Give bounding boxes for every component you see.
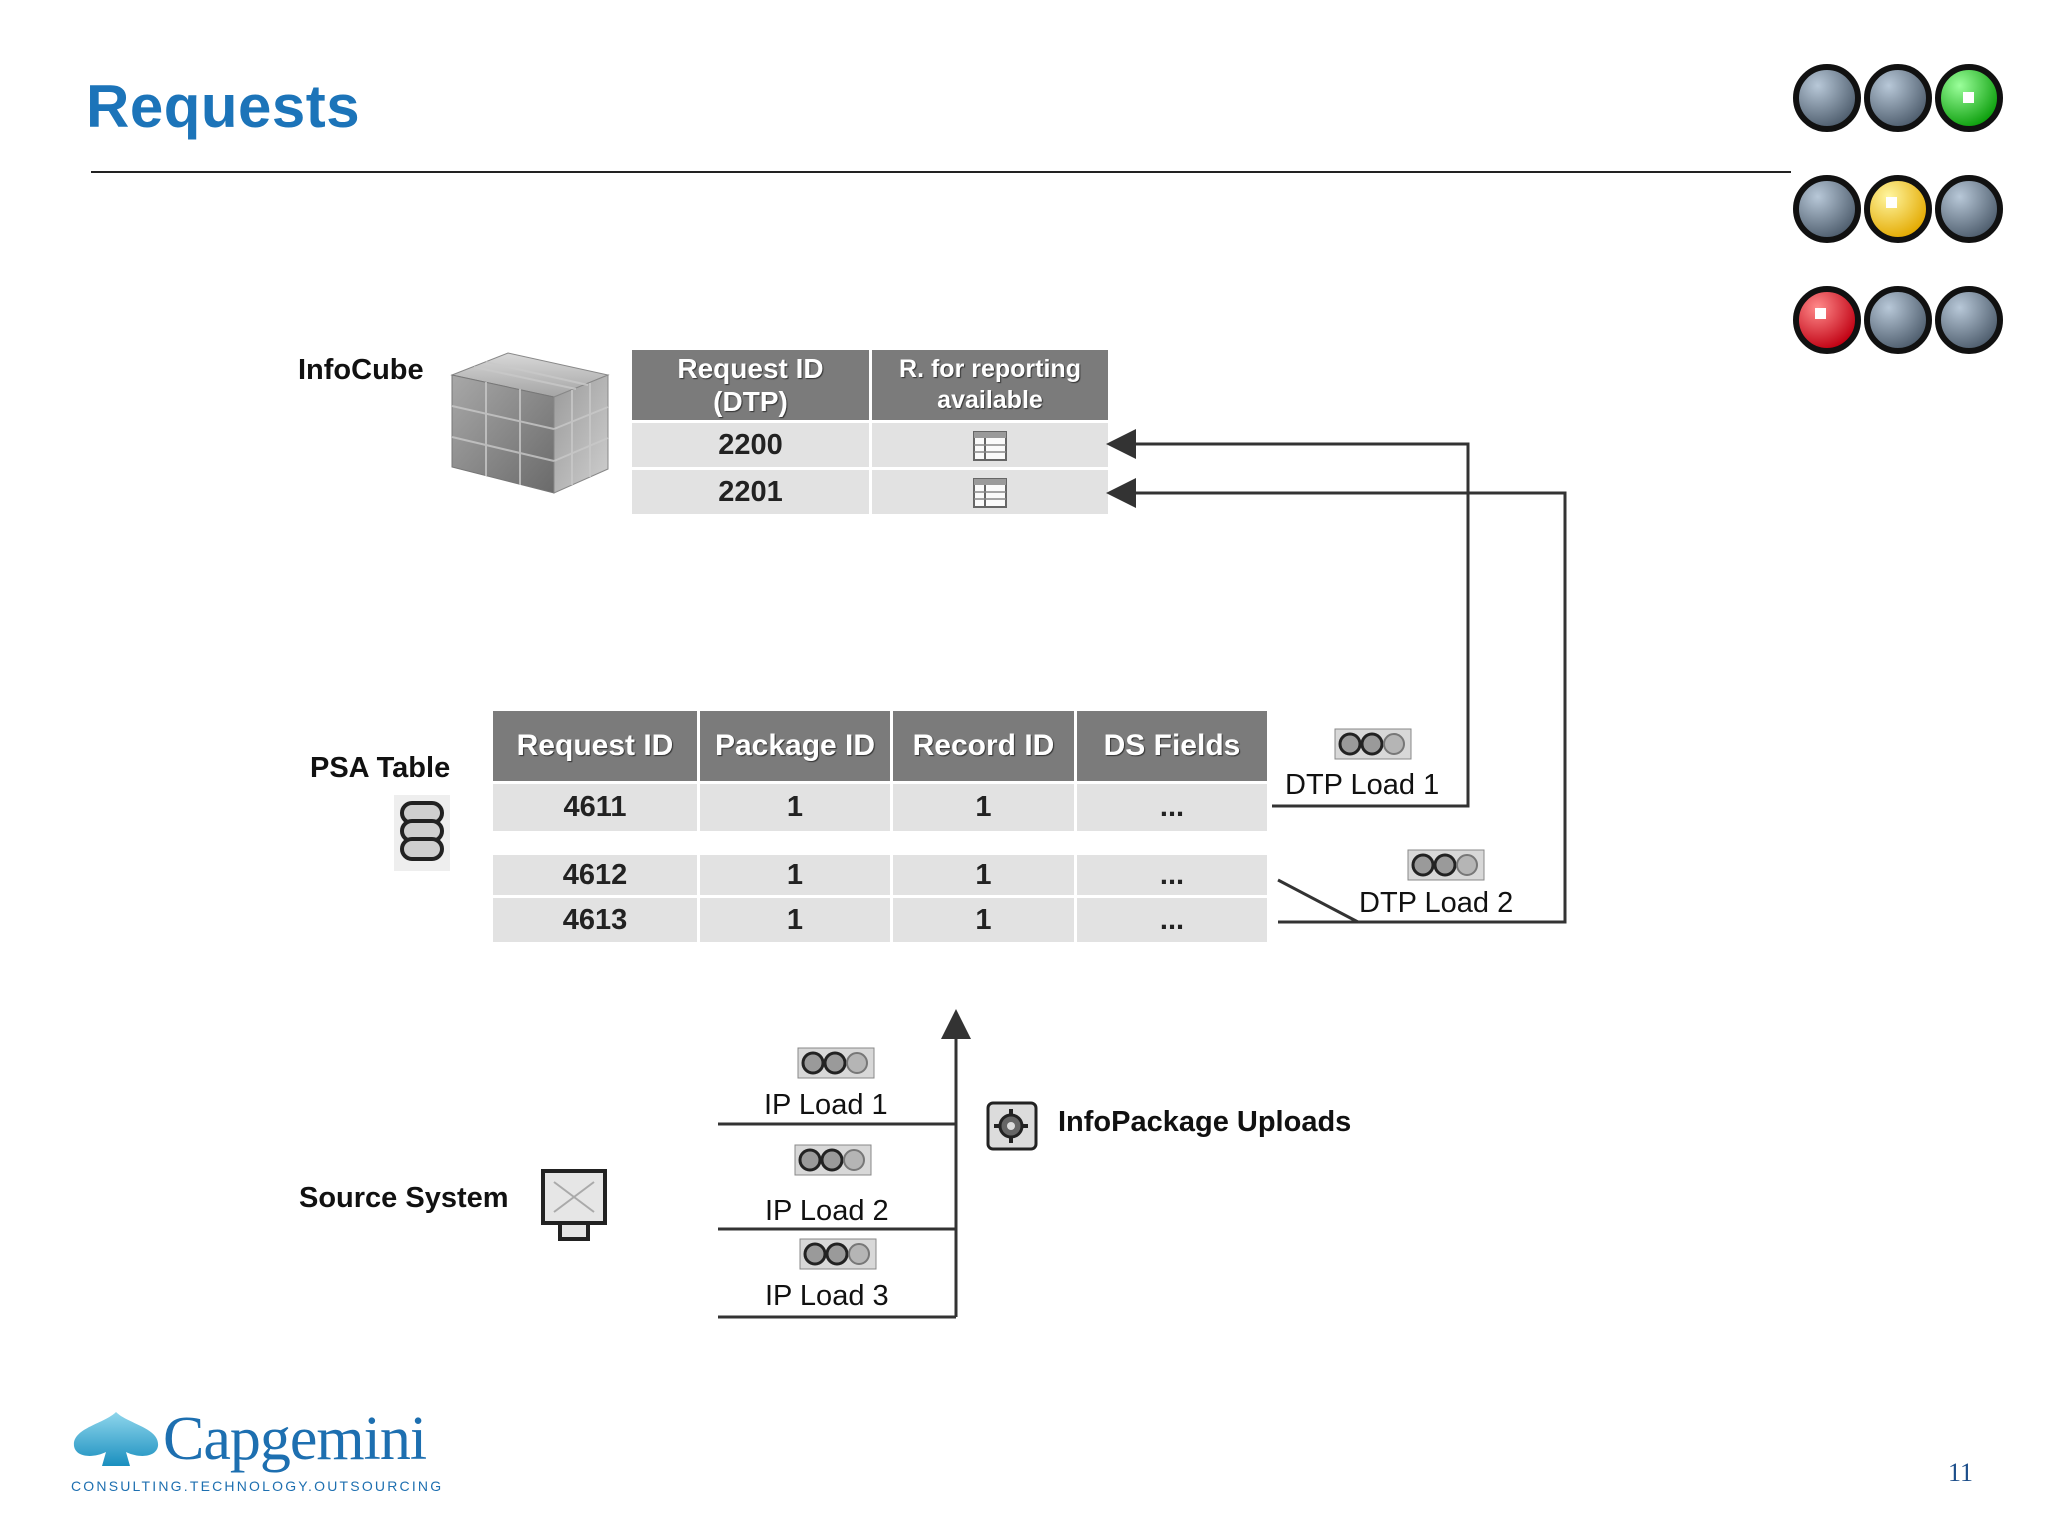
header-record-id: Record ID — [893, 711, 1074, 781]
source-system-label: Source System — [299, 1182, 509, 1214]
ds-fields-cell: ... — [1077, 855, 1267, 895]
status-light-highlight — [1815, 308, 1826, 319]
database-icon — [394, 795, 450, 871]
request-id-cell: 2200 — [632, 423, 869, 467]
header-line: R. for reporting — [899, 355, 1081, 383]
traffic-light-icon — [797, 1047, 875, 1079]
table-row: 2200 — [632, 423, 1108, 467]
infopackage-icon — [986, 1101, 1038, 1151]
status-lights-legend — [1793, 64, 2003, 354]
dtp-load-1-label: DTP Load 1 — [1285, 769, 1440, 801]
ds-fields-cell: ... — [1077, 784, 1267, 831]
table-gap — [493, 834, 1267, 852]
status-light-grey — [1864, 64, 1932, 132]
capgemini-spade-icon — [73, 1412, 159, 1466]
traffic-light-icon — [1334, 728, 1412, 760]
record-id-cell: 1 — [893, 784, 1074, 831]
request-id-cell: 2201 — [632, 470, 869, 514]
header-request-id: Request ID — [493, 711, 697, 781]
infocube-request-table: Request ID (DTP) R. for reporting availa… — [629, 347, 1111, 517]
request-id-cell: 4611 — [493, 784, 697, 831]
table-icon — [973, 477, 1007, 508]
capgemini-logo-wordmark: Capgemini — [163, 1405, 427, 1473]
record-id-cell: 1 — [893, 855, 1074, 895]
table-row: 4611 1 1 ... — [493, 784, 1267, 831]
ip-load-2-label: IP Load 2 — [765, 1195, 889, 1227]
status-light-grey — [1793, 175, 1861, 243]
status-light-grey — [1935, 175, 2003, 243]
status-light-grey — [1793, 64, 1861, 132]
traffic-light-icon — [799, 1238, 877, 1270]
ip-load-3-label: IP Load 3 — [765, 1280, 889, 1312]
psa-request-table: Request ID Package ID Record ID DS Field… — [490, 708, 1270, 945]
ds-fields-cell: ... — [1077, 898, 1267, 942]
dtp-load-1-connector — [1106, 429, 1470, 808]
header-request-id-dtp: Request ID (DTP) — [632, 350, 869, 420]
ip-load-1-label: IP Load 1 — [764, 1089, 888, 1121]
table-row: 2201 — [632, 470, 1108, 514]
title-divider — [91, 171, 1791, 173]
status-light-grey — [1935, 286, 2003, 354]
status-light-highlight — [1963, 92, 1974, 103]
traffic-light-icon — [1407, 849, 1485, 881]
infocube-label: InfoCube — [298, 354, 424, 386]
header-ds-fields: DS Fields — [1077, 711, 1267, 781]
reporting-cell — [872, 423, 1108, 467]
table-icon — [973, 430, 1007, 461]
capgemini-logo-tagline: CONSULTING.TECHNOLOGY.OUTSOURCING — [71, 1478, 444, 1494]
header-reporting-available: R. for reporting available — [872, 350, 1108, 420]
page-number: 11 — [1947, 1458, 1973, 1487]
request-id-cell: 4613 — [493, 898, 697, 942]
table-row: 4613 1 1 ... — [493, 898, 1267, 942]
request-id-cell: 4612 — [493, 855, 697, 895]
dtp-load-2-connector — [1106, 478, 1567, 924]
package-id-cell: 1 — [700, 784, 890, 831]
package-id-cell: 1 — [700, 898, 890, 942]
package-id-cell: 1 — [700, 855, 890, 895]
status-light-yellow — [1864, 175, 1932, 243]
header-line: available — [937, 386, 1043, 414]
infopackage-uploads-label: InfoPackage Uploads — [1058, 1106, 1352, 1138]
table-gap-row — [493, 834, 1267, 852]
dtp-load-2-bracket — [1277, 878, 1359, 924]
source-system-icon — [541, 1169, 607, 1241]
header-line: (DTP) — [713, 386, 788, 417]
status-light-red — [1793, 286, 1861, 354]
dtp-load-2-label: DTP Load 2 — [1359, 887, 1514, 919]
reporting-cell — [872, 470, 1108, 514]
table-row: 4612 1 1 ... — [493, 855, 1267, 895]
status-light-grey — [1864, 286, 1932, 354]
record-id-cell: 1 — [893, 898, 1074, 942]
traffic-light-icon — [794, 1144, 872, 1176]
page-title: Requests — [86, 73, 361, 140]
infocube-icon — [450, 352, 610, 494]
header-line: Request ID — [677, 353, 824, 384]
psa-table-label: PSA Table — [310, 752, 451, 784]
header-package-id: Package ID — [700, 711, 890, 781]
status-light-highlight — [1886, 197, 1897, 208]
